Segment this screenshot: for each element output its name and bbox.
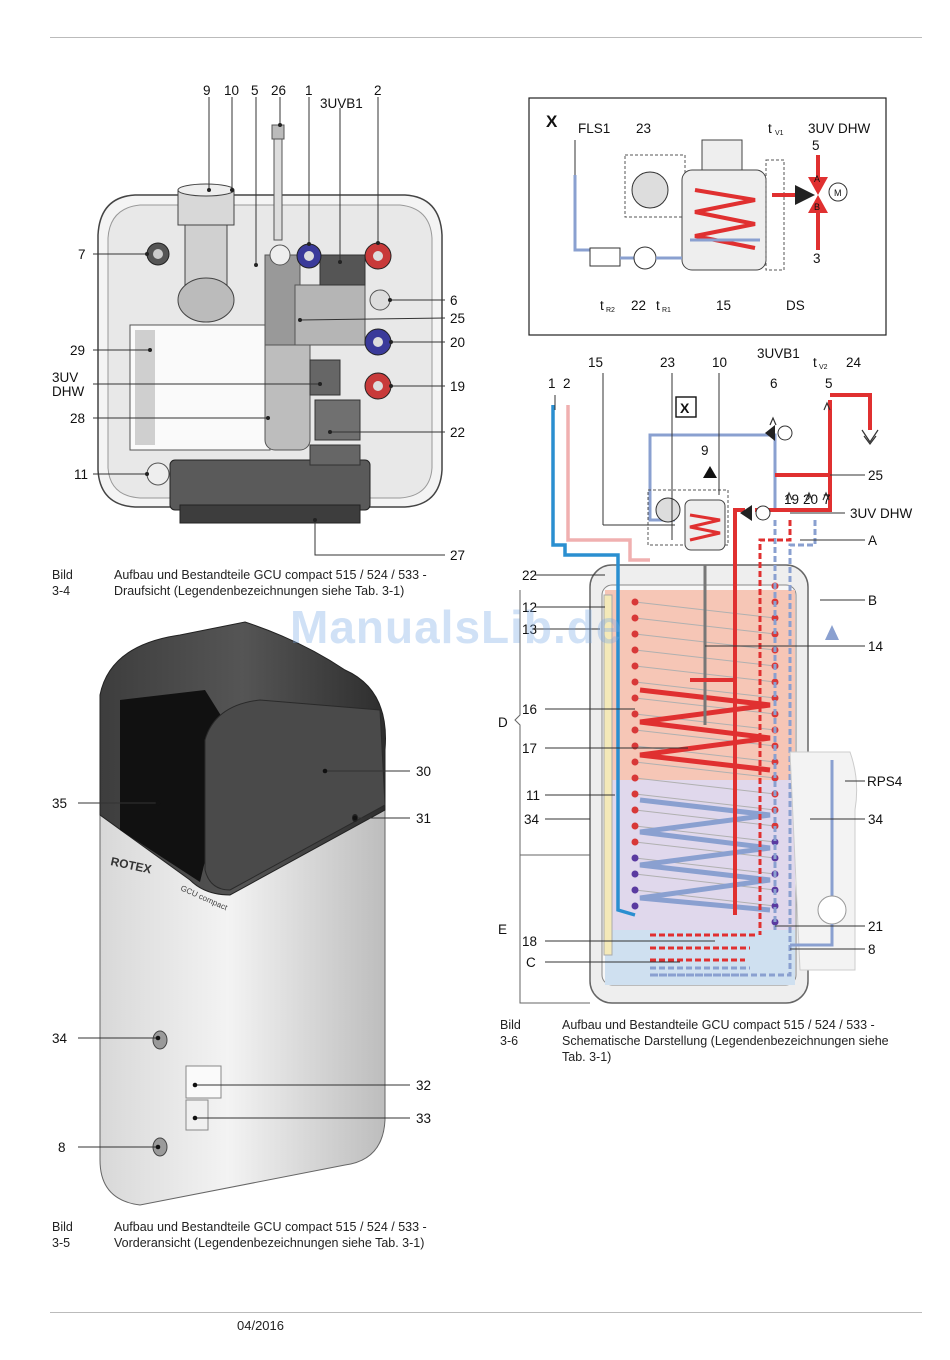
inset-22: 22 <box>631 298 646 313</box>
callout-19: 19 <box>450 379 465 394</box>
inset-a: A <box>814 174 820 184</box>
callout-29: 29 <box>70 343 85 358</box>
callout-13: 13 <box>522 622 537 637</box>
figure-3-5-front-view: ROTEX GCU compact 30 35 31 34 32 33 8 <box>52 621 431 1206</box>
inset-3: 3 <box>813 251 821 266</box>
caption-line: Tab. 3-1) <box>562 1050 612 1064</box>
callout-15: 15 <box>588 355 603 370</box>
callout-10: 10 <box>712 355 727 370</box>
callout-18: 18 <box>522 934 537 949</box>
callout-5: 5 <box>251 83 259 98</box>
callout-8: 8 <box>868 942 876 957</box>
callout-27: 27 <box>450 548 465 563</box>
caption-number: Bild 3-4 <box>52 568 73 598</box>
top-rule <box>50 37 922 38</box>
callout-6: 6 <box>450 293 458 308</box>
callout-2: 2 <box>563 376 571 391</box>
callout-9: 9 <box>203 83 211 98</box>
callout-21: 21 <box>868 919 883 934</box>
callout-7: 7 <box>78 247 86 262</box>
callout-20: 20 <box>450 335 465 350</box>
caption-line: Aufbau und Bestandteile GCU compact 515 … <box>114 1220 427 1234</box>
inset-tr2: t <box>600 298 604 313</box>
callout-10: 10 <box>224 83 239 98</box>
watermark: ManualsLib.de <box>290 601 623 653</box>
caption-line: Schematische Darstellung (Legendenbezeic… <box>562 1034 889 1048</box>
inset-5: 5 <box>812 138 820 153</box>
inset-23: 23 <box>636 121 651 136</box>
inset-fls1: FLS1 <box>578 121 610 136</box>
callout-20: 20 <box>803 492 818 507</box>
callout-a: A <box>868 533 877 548</box>
callout-7: 7 <box>823 492 831 507</box>
callout-3uvdhw: 3UV DHW <box>850 506 913 521</box>
callout-25: 25 <box>868 468 883 483</box>
footer-date: 04/2016 <box>237 1318 284 1333</box>
callout-34: 34 <box>52 1031 68 1046</box>
callout-32: 32 <box>416 1078 431 1093</box>
callout-28: 28 <box>70 411 85 426</box>
inset-tr1-sub: R1 <box>662 307 671 314</box>
caption-number: Bild 3-5 <box>52 1220 73 1250</box>
callout-33: 33 <box>416 1111 431 1126</box>
callout-2: 2 <box>374 83 382 98</box>
callout-tv2: t <box>813 355 817 370</box>
callout-3uvb1: 3UVB1 <box>320 96 363 111</box>
callout-16: 16 <box>522 702 537 717</box>
figure-3-6-schematic: X M FLS1 23 t V1 3UV DHW 5 A B 3 t R2 22… <box>498 97 913 1004</box>
callout-b: B <box>868 593 877 608</box>
inset-tr2-sub: R2 <box>606 307 615 314</box>
callout-19: 19 <box>784 492 799 507</box>
callout-x: X <box>680 400 690 416</box>
callout-3uv: 3UV <box>52 370 78 385</box>
inset-15: 15 <box>716 298 731 313</box>
callout-rps4: RPS4 <box>867 774 903 789</box>
callout-c: C <box>526 955 536 970</box>
callout-23: 23 <box>660 355 675 370</box>
inset-tr1: t <box>656 298 660 313</box>
callout-35: 35 <box>52 796 67 811</box>
inset-x-label: X <box>546 112 558 131</box>
callout-3uvb1: 3UVB1 <box>757 346 800 361</box>
callout-d: D <box>498 715 508 730</box>
callout-12: 12 <box>522 600 537 615</box>
callout-6: 6 <box>770 376 778 391</box>
caption-line: Aufbau und Bestandteile GCU compact 515 … <box>562 1018 875 1032</box>
callout-9: 9 <box>701 443 709 458</box>
callout-14: 14 <box>868 639 884 654</box>
callout-8: 8 <box>58 1140 66 1155</box>
callout-17: 17 <box>522 741 537 756</box>
callout-30: 30 <box>416 764 431 779</box>
callout-11: 11 <box>526 788 540 803</box>
callout-31: 31 <box>416 811 431 826</box>
callout-26: 26 <box>271 83 286 98</box>
inset-tv1: t <box>768 121 772 136</box>
inset-tv1-sub: V1 <box>775 130 784 137</box>
callout-24: 24 <box>846 355 862 370</box>
caption-line: Draufsicht (Legendenbezeichnungen siehe … <box>114 584 405 598</box>
callout-5: 5 <box>825 376 833 391</box>
caption-line: Vorderansicht (Legendenbezeichnungen sie… <box>114 1236 425 1250</box>
callout-e: E <box>498 922 507 937</box>
callout-dhw: DHW <box>52 384 84 399</box>
callout-22: 22 <box>522 568 537 583</box>
callout-34-left: 34 <box>524 812 540 827</box>
callout-tv2-sub: V2 <box>819 364 828 371</box>
callout-34-right: 34 <box>868 812 884 827</box>
inset-3uvdhw: 3UV DHW <box>808 121 871 136</box>
callout-1: 1 <box>548 376 556 391</box>
callout-25: 25 <box>450 311 465 326</box>
callout-11: 11 <box>74 467 88 482</box>
caption-number: Bild 3-6 <box>500 1018 521 1048</box>
figure-3-4-top-view: 9 10 5 26 1 2 3UVB1 7 6 25 29 20 3UV DHW… <box>52 83 465 563</box>
inset-motor-label: M <box>834 188 842 198</box>
inset-b: B <box>814 202 820 212</box>
callout-22: 22 <box>450 425 465 440</box>
bottom-rule <box>50 1312 922 1313</box>
callout-1: 1 <box>305 83 313 98</box>
inset-ds: DS <box>786 298 805 313</box>
caption-line: Aufbau und Bestandteile GCU compact 515 … <box>114 568 427 582</box>
